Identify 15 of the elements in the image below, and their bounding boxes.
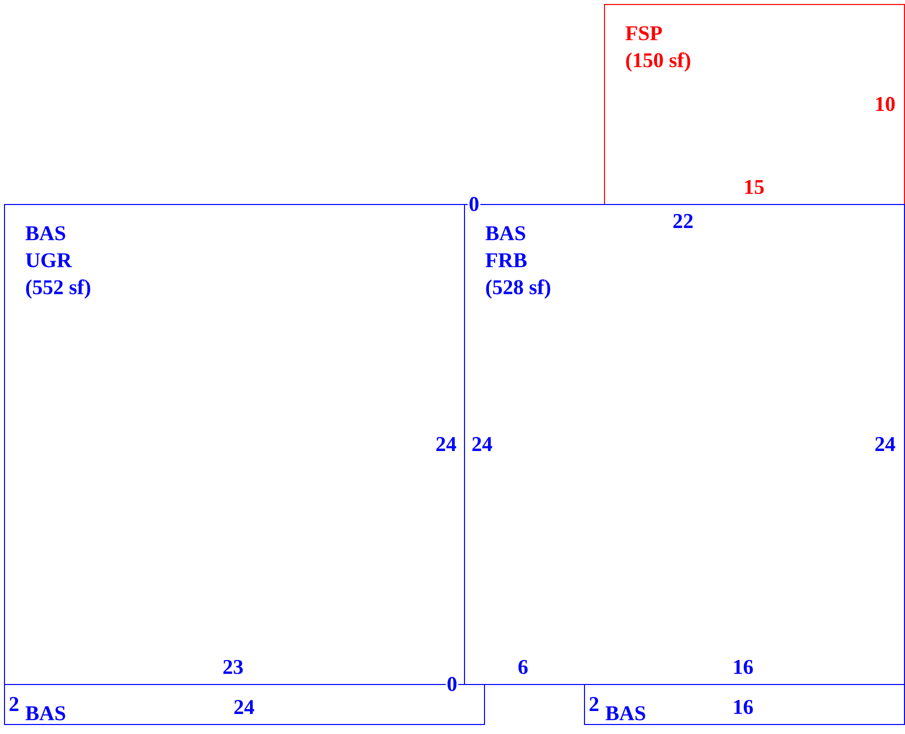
dimension-label: 16	[732, 698, 754, 716]
dimension-label: 15	[742, 178, 766, 196]
dimension-label: 24	[470, 436, 494, 452]
dimension-label: 16	[732, 658, 754, 676]
dimension-label: 23	[222, 658, 244, 676]
dimension-label: 10	[874, 96, 896, 112]
dimension-label: 0	[446, 676, 458, 692]
dimension-label: 24	[874, 436, 896, 452]
dimension-label: 22	[672, 213, 694, 229]
dimension-label: 24	[232, 699, 256, 715]
dimension-label: 24	[434, 436, 458, 452]
dimension-label: 2	[588, 696, 600, 712]
dimension-label: 6	[516, 658, 530, 676]
dimension-label: 2	[8, 696, 20, 712]
dimension-label: 0	[468, 196, 480, 212]
